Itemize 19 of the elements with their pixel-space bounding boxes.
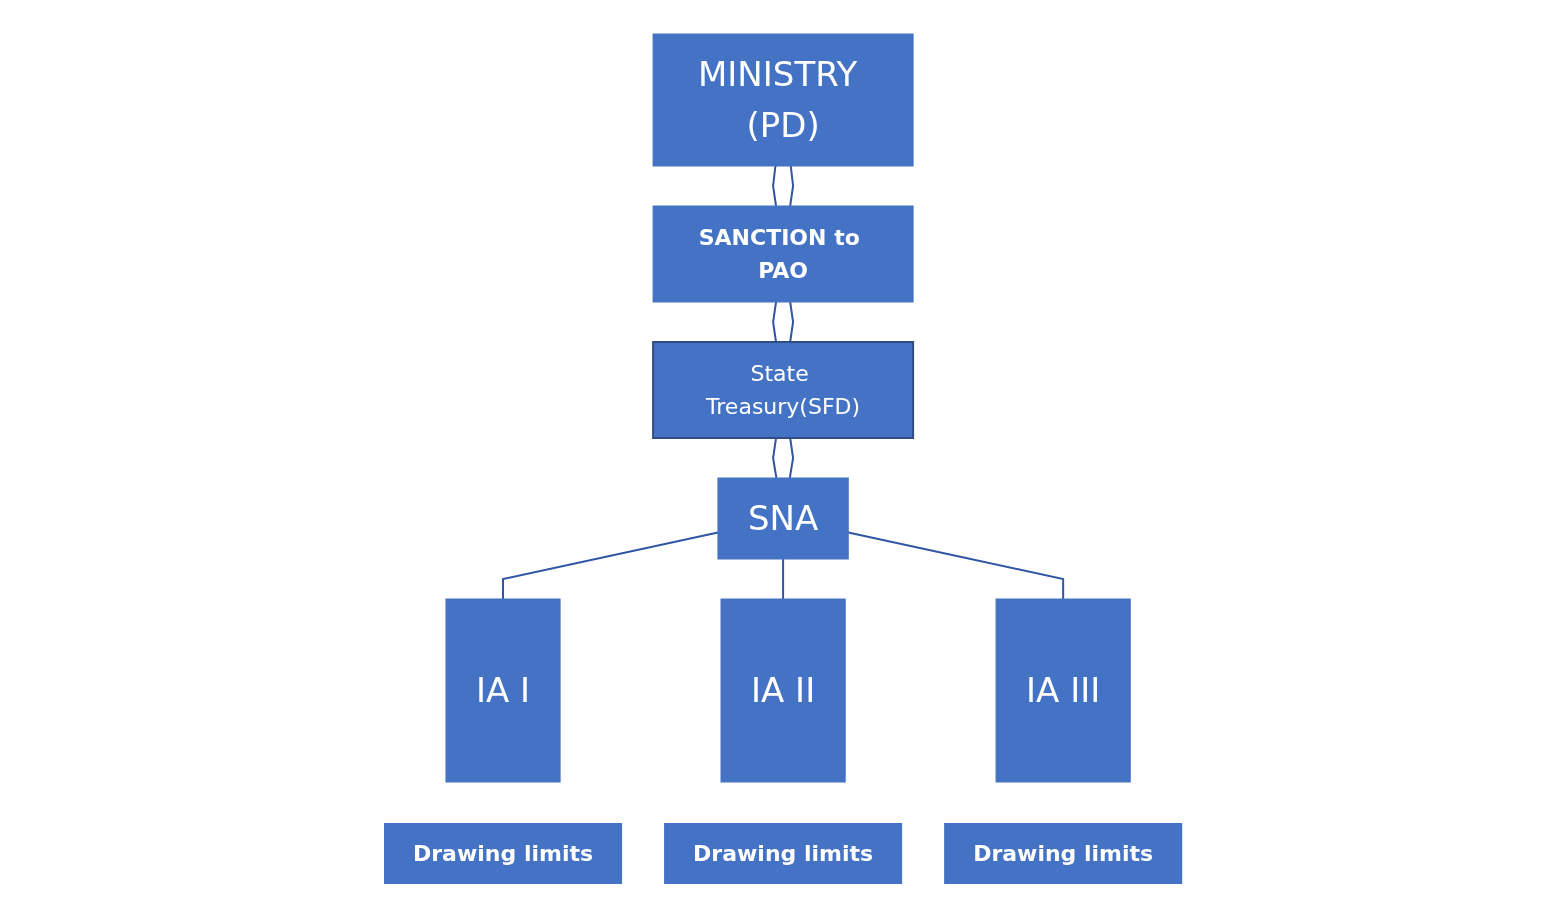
node-box: IA I [445, 598, 561, 782]
node-box: IA II [720, 598, 847, 782]
node-box: Drawing limits [662, 820, 905, 886]
node-box: SNA [717, 477, 850, 559]
node-box: Drawing limits [382, 820, 625, 886]
connector [789, 436, 795, 479]
connector [772, 164, 778, 207]
node-box: IA III [995, 598, 1132, 782]
connector [789, 164, 795, 207]
connector [772, 300, 778, 343]
connector [772, 436, 778, 479]
connector [782, 557, 785, 600]
node-box: Drawing limits [942, 820, 1185, 886]
connector [789, 300, 795, 343]
node-box: MINISTRY (PD) [653, 33, 914, 166]
connector [502, 531, 720, 600]
connector [847, 531, 1065, 600]
node-box: State Treasury(SFD) [652, 340, 915, 439]
node-box: SANCTION to PAO [653, 205, 914, 302]
